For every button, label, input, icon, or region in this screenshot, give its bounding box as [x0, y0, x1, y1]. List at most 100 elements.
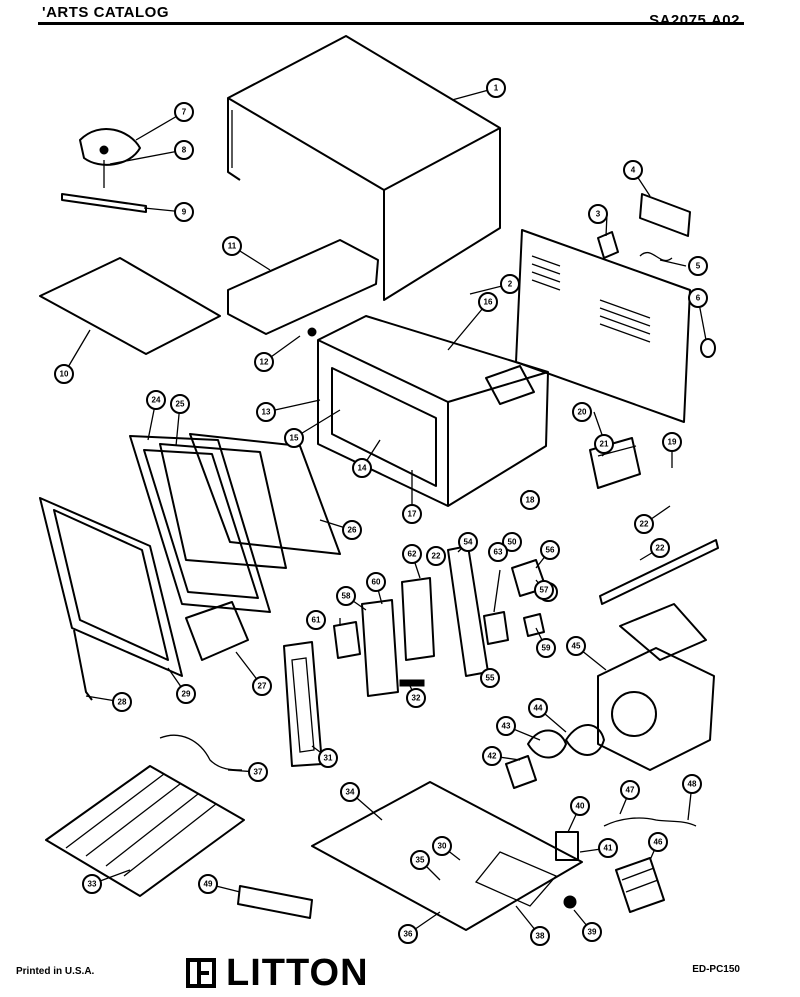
callout-circle	[54, 364, 74, 384]
part-turntable-motor	[555, 831, 579, 861]
callout-circle	[623, 160, 643, 180]
part-outer-cabinet	[227, 35, 501, 301]
callout-label: 21	[600, 440, 609, 449]
brand-name: LITTON	[226, 952, 369, 994]
callout-c29: 29	[176, 684, 196, 704]
callout-c31: 31	[318, 748, 338, 768]
callout-c22a: 22	[634, 514, 654, 534]
callout-circle	[432, 836, 452, 856]
callout-c42: 42	[482, 746, 502, 766]
callout-c27: 27	[252, 676, 272, 696]
part-control-panel	[333, 545, 489, 697]
callout-label: 7	[182, 108, 187, 117]
callout-c5: 5	[688, 256, 708, 276]
callout-label: 4	[631, 166, 636, 175]
callout-c54: 54	[458, 532, 478, 552]
callout-label: 24	[152, 396, 161, 405]
callout-label: 10	[60, 370, 69, 379]
part-front-door	[39, 497, 183, 701]
callout-label: 14	[358, 464, 367, 473]
callout-circle	[174, 202, 194, 222]
callout-c32: 32	[406, 688, 426, 708]
callout-circle	[496, 716, 516, 736]
callout-label: 15	[290, 434, 299, 443]
callout-circle	[254, 352, 274, 372]
callout-circle	[570, 796, 590, 816]
callout-label: 31	[324, 754, 333, 763]
callout-c46: 46	[648, 832, 668, 852]
callout-label: 42	[488, 752, 497, 761]
part-cooling-fan	[505, 724, 605, 789]
callout-c16: 16	[478, 292, 498, 312]
callout-c38: 38	[530, 926, 550, 946]
callout-circle	[252, 676, 272, 696]
callout-label: 60	[372, 578, 381, 587]
callout-circle	[572, 402, 592, 422]
callout-c47: 47	[620, 780, 640, 800]
callout-c9: 9	[174, 202, 194, 222]
callout-label: 59	[542, 644, 551, 653]
callout-circle	[398, 924, 418, 944]
callout-circle	[648, 832, 668, 852]
callout-circle	[620, 780, 640, 800]
callout-c44: 44	[528, 698, 548, 718]
callout-c28: 28	[112, 692, 132, 712]
callout-circle	[588, 204, 608, 224]
callout-c57: 57	[534, 580, 554, 600]
callout-c14: 14	[352, 458, 372, 478]
callout-circle	[112, 692, 132, 712]
callout-circle	[520, 490, 540, 510]
callout-circle	[402, 504, 422, 524]
callout-circle	[410, 850, 430, 870]
callout-circle	[486, 78, 506, 98]
callout-c34: 34	[340, 782, 360, 802]
callout-circle	[598, 838, 618, 858]
callout-label: 26	[348, 526, 357, 535]
callout-label: 17	[408, 510, 417, 519]
part-trim-strip	[599, 539, 719, 605]
callout-c50: 50	[502, 532, 522, 552]
callout-label: 12	[260, 358, 269, 367]
callout-label: 47	[626, 786, 635, 795]
callout-label: 9	[182, 208, 187, 217]
callout-circle	[174, 140, 194, 160]
callout-label: 56	[546, 546, 555, 555]
part-oven-cavity	[317, 315, 549, 507]
callout-circle	[402, 544, 422, 564]
callout-c59: 59	[536, 638, 556, 658]
part-power-cord	[603, 817, 697, 827]
part-door-latch	[185, 601, 249, 661]
part-back-panel	[515, 229, 691, 423]
callout-label: 5	[696, 262, 701, 271]
part-connector-32	[399, 679, 425, 687]
callout-c10: 10	[54, 364, 74, 384]
callout-c41: 41	[598, 838, 618, 858]
part-blower-assembly	[597, 603, 715, 771]
part-stirrer-fan	[61, 128, 147, 213]
callout-circle	[688, 288, 708, 308]
callout-circle	[582, 922, 602, 942]
callout-circle	[146, 390, 166, 410]
document-code: ED-PC150	[692, 964, 740, 975]
part-door-frames	[129, 433, 341, 613]
callout-c56: 56	[540, 540, 560, 560]
callout-c20: 20	[572, 402, 592, 422]
callout-circle	[352, 458, 372, 478]
callout-c40: 40	[570, 796, 590, 816]
callout-label: 20	[578, 408, 587, 417]
callout-label: 25	[176, 400, 185, 409]
callout-circle	[406, 688, 426, 708]
callout-circle	[174, 102, 194, 122]
part-screw-12	[307, 327, 317, 337]
callout-label: 38	[536, 932, 545, 941]
callout-circle	[82, 874, 102, 894]
callout-circle	[488, 542, 508, 562]
callout-label: 16	[484, 298, 493, 307]
callout-c61: 61	[306, 610, 326, 630]
callout-c39: 39	[582, 922, 602, 942]
callout-label: 39	[588, 928, 597, 937]
callout-circle	[318, 748, 338, 768]
part-window-screen	[283, 641, 323, 767]
callout-c30: 30	[432, 836, 452, 856]
